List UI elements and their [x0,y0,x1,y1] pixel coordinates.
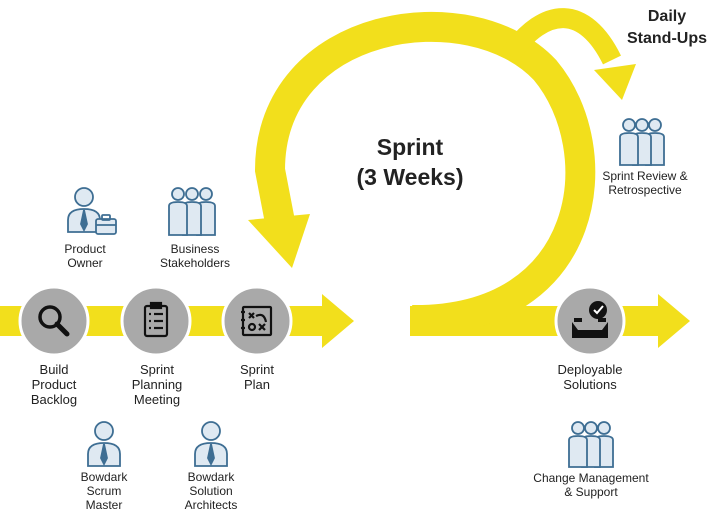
role-label-scrum-master: Bowdark Scrum Master [80,470,128,512]
sprint-loop-arrowhead [248,214,310,268]
role-label-product-owner: Product Owner [64,242,106,270]
step-node-plan [221,285,293,357]
step-label-planning: Sprint Planning Meeting [131,362,183,407]
step-label-backlog: Build Product Backlog [30,362,78,407]
step-label-plan: Sprint Plan [240,362,274,392]
step-node-deploy [554,285,626,357]
role-label-change-management: Change Management & Support [533,471,649,499]
tactics-board-icon [241,305,273,337]
role-label-sprint-review: Sprint Review & Retrospective [602,169,688,197]
step-label-deploy: Deployable Solutions [557,362,623,392]
daily-loop-arrow [501,8,621,65]
sprint-title: Sprint (3 Weeks) [356,134,464,190]
person-with-briefcase-icon [67,187,117,235]
step-node-backlog [18,285,90,357]
group-icon [568,421,614,468]
role-label-solution-architects: Bowdark Solution Architects [184,470,238,512]
sprint-loop-arrow [254,11,596,336]
checklist-icon [143,301,169,338]
person-icon [194,421,228,467]
tray-checkmark-icon [572,301,608,338]
person-icon [87,421,121,467]
group-icon [168,187,216,236]
daily-loop-arrowhead [594,64,636,100]
magnifier-icon [38,305,70,337]
group-icon [619,118,665,166]
daily-standups-title: Daily Stand-Ups [627,8,707,47]
role-label-business-stakeholders: Business Stakeholders [159,242,231,270]
step-node-planning [120,285,192,357]
